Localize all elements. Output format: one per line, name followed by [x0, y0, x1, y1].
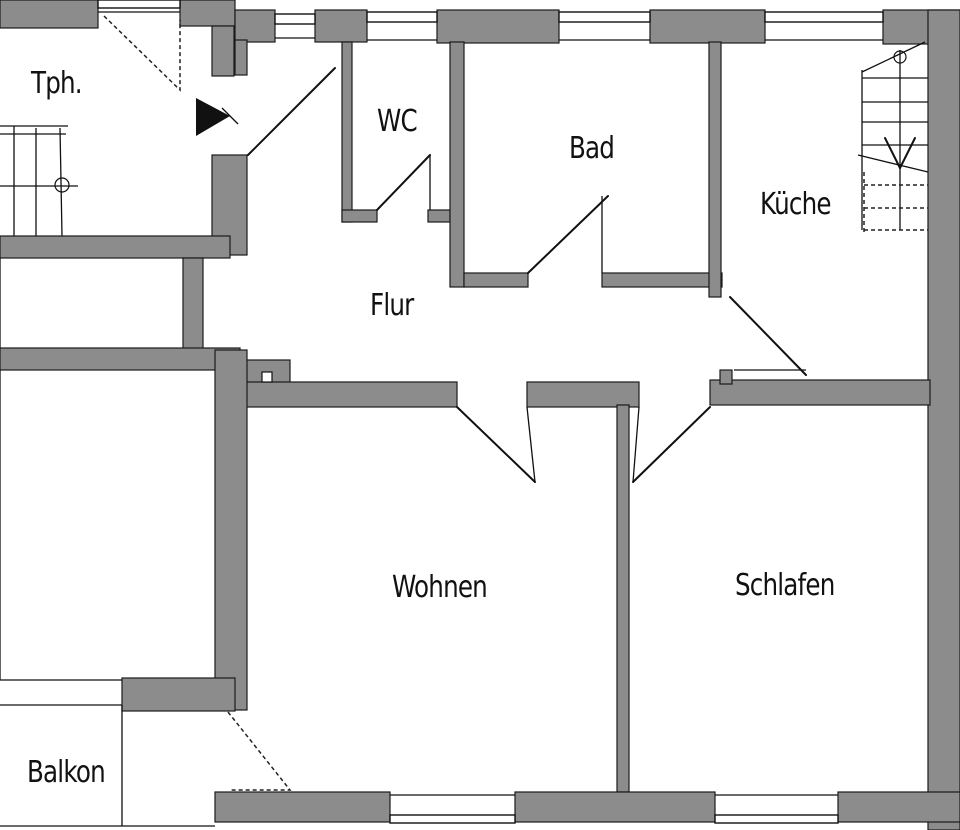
doors: [103, 15, 807, 791]
entrance-arrow-icon: [196, 98, 239, 136]
shaft-icon: [261, 371, 273, 383]
room-label-balkon: Balkon: [27, 755, 106, 790]
windows: [0, 0, 884, 827]
staircase-kitchen-icon: [857, 41, 929, 232]
room-label-flur: Flur: [370, 288, 414, 323]
room-label-wohnen: Wohnen: [392, 570, 488, 605]
room-label-bad: Bad: [569, 131, 615, 166]
room-label-tph: Tph.: [31, 66, 83, 101]
room-label-kueche: Küche: [760, 187, 831, 222]
room-label-schlafen: Schlafen: [735, 568, 835, 603]
staircase-left-icon: [0, 125, 78, 237]
room-label-wc: WC: [377, 104, 418, 139]
